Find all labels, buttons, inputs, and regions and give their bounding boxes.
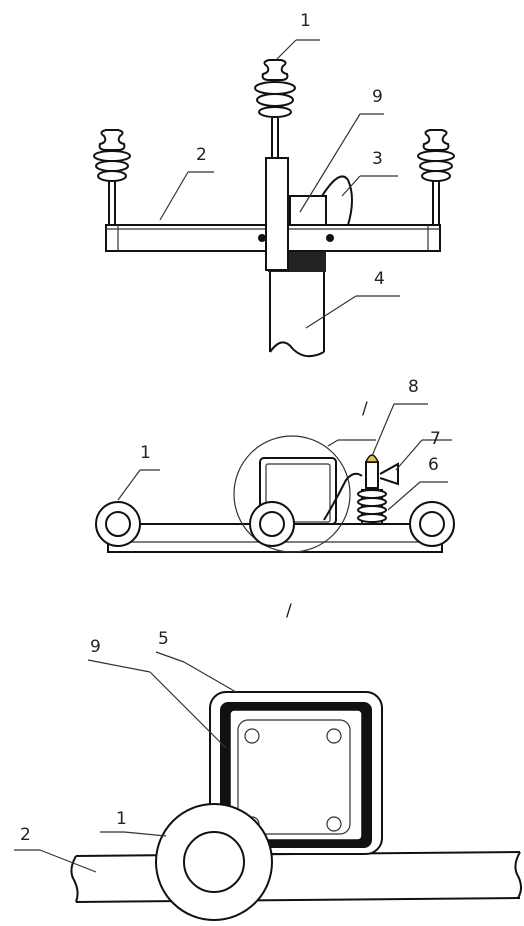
middle-assembly: 1 8 7 6 / xyxy=(95,377,455,553)
insulating-cover xyxy=(289,195,327,226)
leader-line xyxy=(341,175,361,197)
label-7: 7 xyxy=(430,429,441,449)
label-1-bottom: 1 xyxy=(116,809,127,829)
bottom-assembly: 9 5 1 2 xyxy=(14,629,522,921)
label-4: 4 xyxy=(374,269,385,289)
cable xyxy=(323,472,363,521)
insulator-ring xyxy=(155,803,273,921)
label-1-middle: 1 xyxy=(140,443,151,463)
left-insulator-ring xyxy=(95,501,141,547)
right-insulator-ring xyxy=(409,501,455,547)
label-9-bottom: 9 xyxy=(90,637,101,657)
right-insulator xyxy=(417,129,455,225)
screw xyxy=(326,728,342,744)
bolt xyxy=(258,234,266,242)
detail-circle xyxy=(233,435,351,553)
screw xyxy=(244,728,260,744)
left-insulator xyxy=(93,129,131,225)
arm-bottom-edge xyxy=(75,897,521,903)
arm-break-right xyxy=(514,851,522,899)
leader-line xyxy=(275,39,297,61)
label-2: 2 xyxy=(196,145,207,165)
leader-line xyxy=(299,113,361,213)
arm-break-left xyxy=(70,855,79,903)
screw xyxy=(326,816,342,832)
center-insulator xyxy=(254,59,296,118)
label-6: 6 xyxy=(428,455,439,475)
status-indicator xyxy=(364,454,380,463)
section-mark-1: / xyxy=(362,399,368,419)
label-9: 9 xyxy=(372,87,383,107)
center-post xyxy=(265,157,289,271)
shroud xyxy=(321,175,353,226)
bolt xyxy=(326,234,334,242)
label-3: 3 xyxy=(372,149,383,169)
section-mark-2: / xyxy=(286,601,292,621)
label-8: 8 xyxy=(408,377,419,397)
label-2-bottom: 2 xyxy=(20,825,31,845)
top-assembly: 1 2 9 3 4 xyxy=(93,11,455,358)
label-5: 5 xyxy=(158,629,169,649)
leader-line xyxy=(159,171,189,221)
center-insulator-ring xyxy=(249,501,295,547)
leader-line xyxy=(305,295,357,329)
pin-insulator xyxy=(357,454,399,525)
label-1: 1 xyxy=(300,11,311,31)
